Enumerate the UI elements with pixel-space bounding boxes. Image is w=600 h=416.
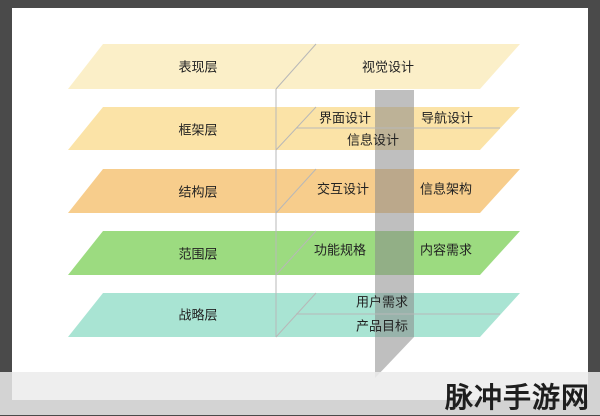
item-information-design: 信息设计 — [346, 133, 400, 149]
item-visual-design: 视觉设计 — [361, 60, 415, 76]
guide-lines — [275, 43, 500, 338]
watermark-bar — [0, 372, 600, 415]
grey-divider-bar — [375, 90, 414, 378]
item-interaction-design: 交互设计 — [316, 182, 370, 198]
item-information-architecture: 信息架构 — [419, 182, 473, 198]
layer-strategy-band — [68, 293, 520, 337]
item-product-goals: 产品目标 — [355, 319, 409, 335]
item-content-requirements: 内容需求 — [419, 243, 473, 259]
watermark-text: 脉冲手游网 — [444, 381, 590, 414]
item-navigation-design: 导航设计 — [420, 111, 474, 127]
item-functional-spec: 功能规格 — [313, 243, 367, 259]
layer-label-scope: 范围层 — [178, 247, 218, 263]
item-interface-design: 界面设计 — [318, 111, 372, 127]
layer-label-skeleton: 框架层 — [178, 123, 218, 139]
layer-label-structure: 结构层 — [178, 185, 218, 201]
layer-label-strategy: 战略层 — [178, 308, 218, 324]
layer-presentation-band — [68, 44, 520, 89]
item-user-needs: 用户需求 — [355, 295, 409, 311]
layer-label-presentation: 表现层 — [178, 60, 218, 76]
